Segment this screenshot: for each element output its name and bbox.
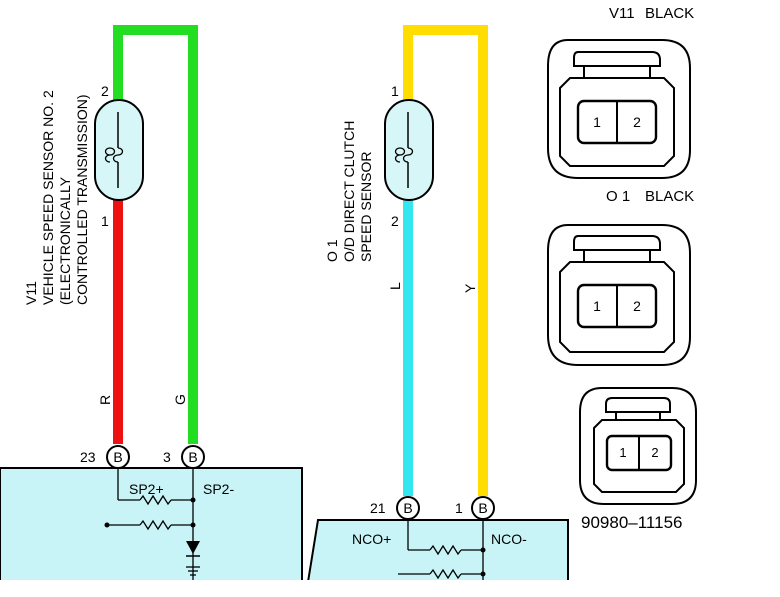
ecu-block-right [306,519,569,583]
ecu-pin-3-number: 3 [163,449,171,465]
sensor-v11-label: V11 VEHICLE SPEED SENSOR NO. 2 (ELECTRON… [23,90,90,305]
coil-icon [104,147,124,163]
wire-label-r: R [97,395,113,405]
connector-mating-pin1: 1 [619,445,626,460]
sensor-o1-name-1: O/D DIRECT CLUTCH [341,121,357,262]
o1-pin-top: 1 [391,83,399,99]
sensor-v11-name-3: CONTROLLED TRANSMISSION) [74,94,90,305]
sensor-v11-name-1: VEHICLE SPEED SENSOR NO. 2 [40,90,56,305]
connector-v11-pin1: 1 [593,114,601,130]
connector-o1-title: O 1 [606,188,630,205]
v11-pin-bottom: 1 [101,213,109,229]
ecu-right-junction [480,547,486,553]
ecu-pin-21-connector: B [403,500,412,516]
ecu-right-junction [480,571,486,577]
connector-o1-pin1: 1 [593,298,601,314]
wire-label-g: G [172,394,188,405]
connector-v11-pin2: 2 [633,114,641,130]
coil-icon [394,147,414,163]
ecu-left-junction [190,522,196,528]
connector-face-o1 [547,224,691,366]
sensor-o1-code: O 1 [324,239,340,262]
o1-pin-bottom: 2 [391,213,399,229]
connector-o1-color: BLACK [645,188,694,205]
connector-v11-title: V11 [609,5,635,22]
ecu-label-sp2-minus: SP2- [203,481,234,497]
ecu-pin-21-number: 21 [370,500,386,516]
ecu-label-nco-minus: NCO- [491,531,527,547]
connector-face-v11 [547,39,691,179]
connector-face-mating [579,387,697,505]
sensor-v11-body [94,99,144,201]
sensor-o1-body [384,99,434,201]
connector-part-number: 90980–11156 [581,513,682,532]
connector-mating-pin2: 2 [651,445,658,460]
ecu-pin-1-number: 1 [455,500,463,516]
sensor-v11-code: V11 [23,281,39,305]
wire-label-y: Y [462,283,478,293]
connector-v11-color: BLACK [645,5,694,22]
v11-pin-top: 2 [101,83,109,99]
wire-label-l: L [387,282,403,290]
ecu-pin-1-connector: B [478,500,487,516]
ecu-left-junction [190,497,196,503]
ecu-pin-23-connector: B [113,449,122,465]
sensor-o1-name-2: SPEED SENSOR [358,152,374,262]
diode-icon [186,541,200,554]
ecu-label-nco-plus: NCO+ [352,531,391,547]
ecu-left-junction [104,522,110,528]
wire-yellow [403,25,488,496]
connector-o1-pin2: 2 [633,298,641,314]
wire-green [113,25,198,444]
ecu-pin-3-connector: B [188,449,197,465]
sensor-v11-name-2: (ELECTRONICALLY [57,176,73,305]
ecu-label-sp2-plus: SP2+ [129,481,164,497]
ecu-pin-23-number: 23 [80,449,96,465]
sensor-o1-label: O 1 O/D DIRECT CLUTCH SPEED SENSOR [324,121,374,262]
